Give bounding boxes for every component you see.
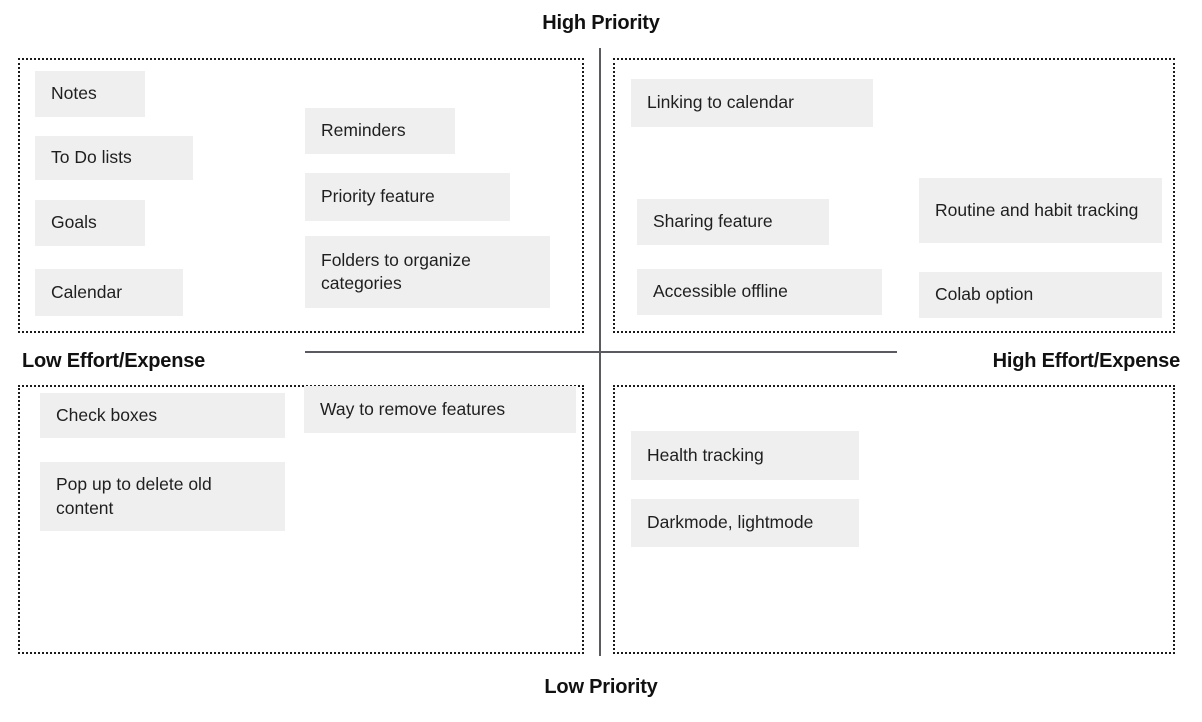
idea-card-label: Routine and habit tracking: [935, 199, 1139, 220]
quadrant-high-effort-low-priority: [613, 385, 1175, 654]
quadrant-low-effort-low-priority: [18, 385, 584, 654]
axis-label-low-effort: Low Effort/Expense: [22, 350, 206, 372]
idea-card-label: Accessible offline: [653, 281, 788, 302]
idea-card-label: Pop up to delete old content: [56, 474, 212, 518]
idea-card-label: Way to remove features: [320, 398, 506, 419]
idea-card[interactable]: Accessible offline: [637, 269, 882, 315]
idea-card-label: Sharing feature: [653, 211, 773, 232]
idea-card[interactable]: Reminders: [305, 108, 455, 154]
vertical-axis-divider: [599, 48, 601, 656]
idea-card[interactable]: Routine and habit tracking: [919, 178, 1162, 243]
idea-card-label: Notes: [51, 83, 97, 104]
idea-card-label: Goals: [51, 212, 97, 233]
idea-card-label: To Do lists: [51, 147, 132, 168]
quadrant-high-effort-high-priority: [613, 58, 1175, 333]
idea-card[interactable]: Notes: [35, 71, 145, 117]
axis-label-high-priority: High Priority: [542, 12, 660, 34]
idea-card-label: Reminders: [321, 120, 406, 141]
idea-card[interactable]: Priority feature: [305, 173, 510, 221]
idea-card[interactable]: Darkmode, lightmode: [631, 499, 859, 547]
idea-card-label: Calendar: [51, 281, 123, 302]
idea-card[interactable]: Folders to organize categories: [305, 236, 550, 308]
idea-card[interactable]: Check boxes: [40, 393, 285, 438]
idea-card-label: Check boxes: [56, 404, 158, 425]
idea-card-label: Health tracking: [647, 444, 764, 465]
idea-card[interactable]: Health tracking: [631, 431, 859, 480]
idea-card-label: Colab option: [935, 284, 1034, 305]
idea-card[interactable]: Linking to calendar: [631, 79, 873, 127]
idea-card[interactable]: Sharing feature: [637, 199, 829, 245]
idea-card-label: Priority feature: [321, 186, 435, 207]
idea-card[interactable]: Calendar: [35, 269, 183, 316]
idea-card[interactable]: Colab option: [919, 272, 1162, 318]
quadrant-low-effort-high-priority: [18, 58, 584, 333]
idea-card-label: Linking to calendar: [647, 92, 794, 113]
idea-card[interactable]: Pop up to delete old content: [40, 462, 285, 531]
horizontal-axis-divider: [305, 351, 897, 353]
axis-label-low-priority: Low Priority: [544, 676, 658, 698]
idea-card-label: Folders to organize categories: [321, 249, 471, 293]
axis-label-high-effort: High Effort/Expense: [992, 350, 1181, 372]
idea-card[interactable]: To Do lists: [35, 136, 193, 180]
idea-card-label: Darkmode, lightmode: [647, 512, 814, 533]
idea-card[interactable]: Goals: [35, 200, 145, 246]
idea-card[interactable]: Way to remove features: [304, 386, 576, 433]
